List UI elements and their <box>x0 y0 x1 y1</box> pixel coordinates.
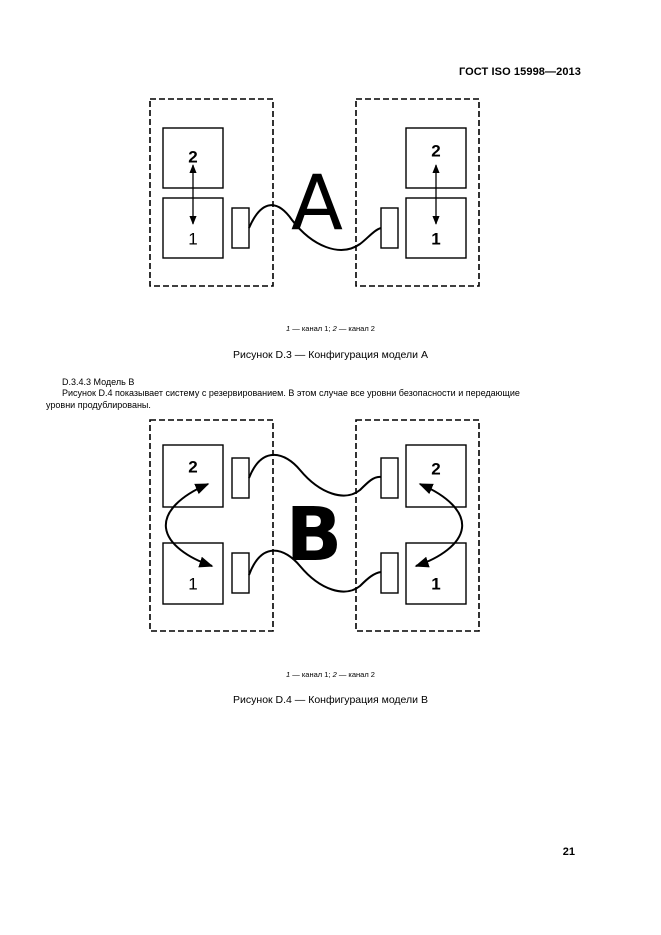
paragraph-line-1: Рисунок D.4 показывает систему с резерви… <box>62 388 520 398</box>
figure-b-left-upper-connector <box>231 457 250 499</box>
section-paragraph: Рисунок D.4 показывает систему с резерви… <box>46 388 586 411</box>
legend-a-text-1: — канал 1; <box>290 324 333 333</box>
section-heading: D.3.4.3 Модель В <box>62 377 135 387</box>
figure-a-right-box-1-label: 1 <box>431 229 440 248</box>
paragraph-line-2: уровни продублированы. <box>46 399 151 410</box>
legend-b-num-1: 1 <box>286 670 291 679</box>
document-standard-header: ГОСТ ISO 15998—2013 <box>458 66 581 78</box>
figure-b-left-box-1 <box>162 542 224 605</box>
figure-a-caption: Рисунок D.3 — Конфигурация модели А <box>233 349 428 361</box>
legend-a-num-2: 2 <box>332 324 337 333</box>
figure-b-channel-link-lower <box>248 549 382 593</box>
page-number: 21 <box>562 846 575 858</box>
figure-b-model-letter: B <box>286 492 342 578</box>
figure-b-right-box-2-label: 2 <box>431 459 440 478</box>
legend-b-num-2: 2 <box>332 670 337 679</box>
figure-a-channel-link <box>248 204 382 251</box>
figure-b-legend: 1 — канал 1; 2 — канал 2 <box>0 670 661 679</box>
legend-b-text-2: — канал 2 <box>336 670 375 679</box>
figure-a-right-box-2-label: 2 <box>431 141 440 160</box>
figure-b: 2 1 2 1 B <box>149 419 480 632</box>
figure-b-left-lower-connector <box>231 552 250 594</box>
figure-b-channel-link-upper <box>248 453 382 497</box>
figure-a-model-letter: A <box>291 158 343 247</box>
figure-a-legend: 1 — канал 1; 2 — канал 2 <box>0 324 661 333</box>
figure-b-left-cross-arrow <box>164 483 214 568</box>
figure-a-left-connector <box>231 207 250 249</box>
figure-a-right-connector <box>380 207 399 249</box>
figure-a: 2 1 2 1 A <box>149 98 480 287</box>
figure-b-caption: Рисунок D.4 — Конфигурация модели В <box>233 694 428 706</box>
figure-b-right-upper-connector <box>380 457 399 499</box>
figure-b-right-lower-connector <box>380 552 399 594</box>
legend-a-num-1: 1 <box>286 324 291 333</box>
figure-a-left-box-2-label: 2 <box>188 147 197 166</box>
figure-b-right-cross-arrow <box>414 483 464 568</box>
figure-b-left-box-2-label: 2 <box>188 457 197 476</box>
figure-b-right-box-1-label: 1 <box>431 574 440 593</box>
figure-b-left-node-frame <box>149 419 274 632</box>
figure-a-left-box-1-label: 1 <box>188 229 197 248</box>
figure-b-left-box-1-label: 1 <box>188 574 197 593</box>
legend-a-text-2: — канал 2 <box>336 324 375 333</box>
legend-b-text-1: — канал 1; <box>290 670 333 679</box>
figure-b-right-node-frame <box>355 419 480 632</box>
figure-a-right-node-frame <box>355 98 480 287</box>
figure-a-left-node-frame <box>149 98 274 287</box>
